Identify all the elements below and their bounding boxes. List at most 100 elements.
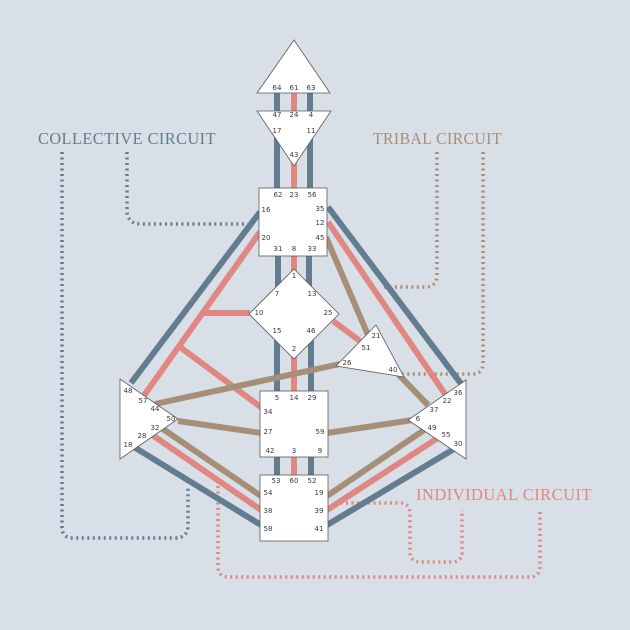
gate-21: 21	[372, 332, 381, 340]
gate-39: 39	[315, 507, 324, 515]
channel-55-39	[325, 429, 449, 513]
gate-53: 53	[272, 477, 281, 485]
centers	[119, 39, 467, 542]
gate-14: 14	[290, 394, 299, 402]
gate-30: 30	[454, 440, 463, 448]
gate-44: 44	[151, 405, 160, 413]
gate-54: 54	[264, 489, 273, 497]
gate-numbers: 64 61 63 47 24 4 17 11 43 62 23 56 16 35…	[124, 84, 463, 533]
channel-50-27	[177, 418, 262, 436]
g-center	[248, 268, 340, 360]
channel-45-21	[323, 235, 371, 337]
gate-17: 17	[273, 127, 282, 135]
gate-43: 43	[290, 151, 299, 159]
gate-33: 33	[308, 245, 317, 253]
individual-connector-2	[216, 486, 542, 579]
gate-16: 16	[262, 206, 271, 214]
root-center	[259, 474, 329, 542]
channel-10-34	[178, 344, 264, 411]
tribal-connector-1	[382, 152, 439, 289]
gate-15: 15	[273, 327, 282, 335]
sacral-center	[259, 390, 329, 458]
gate-8: 8	[292, 245, 296, 253]
gate-35: 35	[316, 205, 325, 213]
gate-2: 2	[292, 345, 296, 353]
gate-7: 7	[275, 290, 279, 298]
gate-46: 46	[307, 327, 316, 335]
channel-35-36	[325, 205, 465, 387]
gate-47: 47	[273, 111, 282, 119]
gate-38: 38	[264, 507, 273, 515]
gate-18: 18	[124, 441, 133, 449]
gate-57: 57	[139, 397, 148, 405]
gate-61: 61	[290, 84, 299, 92]
gate-5: 5	[275, 394, 279, 402]
gate-62: 62	[274, 191, 283, 199]
head-center	[256, 39, 331, 94]
channel-12-22	[325, 220, 450, 399]
channel-28-38	[143, 427, 263, 513]
gate-19: 19	[315, 489, 324, 497]
gate-25: 25	[324, 309, 333, 317]
gate-10: 10	[255, 309, 264, 317]
channel-30-41	[325, 443, 461, 528]
gate-12: 12	[316, 219, 325, 227]
gate-34: 34	[264, 408, 273, 416]
gate-26: 26	[343, 359, 352, 367]
gate-13: 13	[308, 290, 317, 298]
channel-20-57	[140, 230, 263, 399]
gate-37: 37	[430, 406, 439, 414]
gate-59: 59	[316, 428, 325, 436]
gate-22: 22	[443, 397, 452, 405]
channel-59-6	[326, 417, 414, 436]
gate-6: 6	[416, 415, 421, 423]
gate-48: 48	[124, 387, 133, 395]
channel-16-48	[128, 210, 263, 385]
gate-31: 31	[274, 245, 283, 253]
gate-28: 28	[138, 432, 147, 440]
circuit-labels: COLLECTIVE CIRCUIT TRIBAL CIRCUIT INDIVI…	[38, 129, 592, 504]
gate-56: 56	[308, 191, 317, 199]
ajna-center	[256, 110, 332, 167]
gate-32: 32	[151, 424, 160, 432]
gate-42: 42	[266, 447, 275, 455]
gate-52: 52	[308, 477, 317, 485]
gate-11: 11	[307, 127, 316, 135]
gate-27: 27	[264, 428, 273, 436]
circuit-connectors	[60, 152, 542, 579]
gate-29: 29	[308, 394, 317, 402]
tribal-circuit-label: TRIBAL CIRCUIT	[373, 129, 502, 148]
throat-center	[258, 187, 328, 257]
gate-50: 50	[167, 415, 176, 423]
gate-23: 23	[290, 191, 299, 199]
gate-1: 1	[292, 272, 296, 280]
channel-32-54	[158, 424, 263, 499]
gate-40: 40	[389, 366, 398, 374]
gate-63: 63	[307, 84, 316, 92]
individual-connector-1	[335, 501, 464, 564]
gate-55: 55	[442, 431, 451, 439]
individual-circuit-label: INDIVIDUAL CIRCUIT	[416, 485, 592, 504]
gate-51: 51	[362, 344, 371, 352]
collective-circuit-label: COLLECTIVE CIRCUIT	[38, 129, 216, 148]
gate-20: 20	[262, 234, 271, 242]
gate-4: 4	[309, 111, 314, 119]
spleen-center	[119, 378, 179, 460]
gate-64: 64	[273, 84, 282, 92]
channel-18-58	[127, 441, 263, 528]
gate-58: 58	[264, 525, 273, 533]
ego-center	[335, 324, 405, 378]
channel-49-19	[325, 423, 432, 499]
solar-plexus-center	[407, 379, 467, 460]
gate-49: 49	[428, 424, 437, 432]
channel-26-44	[154, 361, 341, 407]
gate-9: 9	[318, 447, 322, 455]
gate-3: 3	[292, 447, 296, 455]
channel-25-51	[331, 318, 362, 344]
gate-36: 36	[454, 389, 463, 397]
gate-41: 41	[315, 525, 324, 533]
gate-45: 45	[316, 234, 325, 242]
channel-40-37	[395, 371, 431, 408]
gate-60: 60	[290, 477, 299, 485]
